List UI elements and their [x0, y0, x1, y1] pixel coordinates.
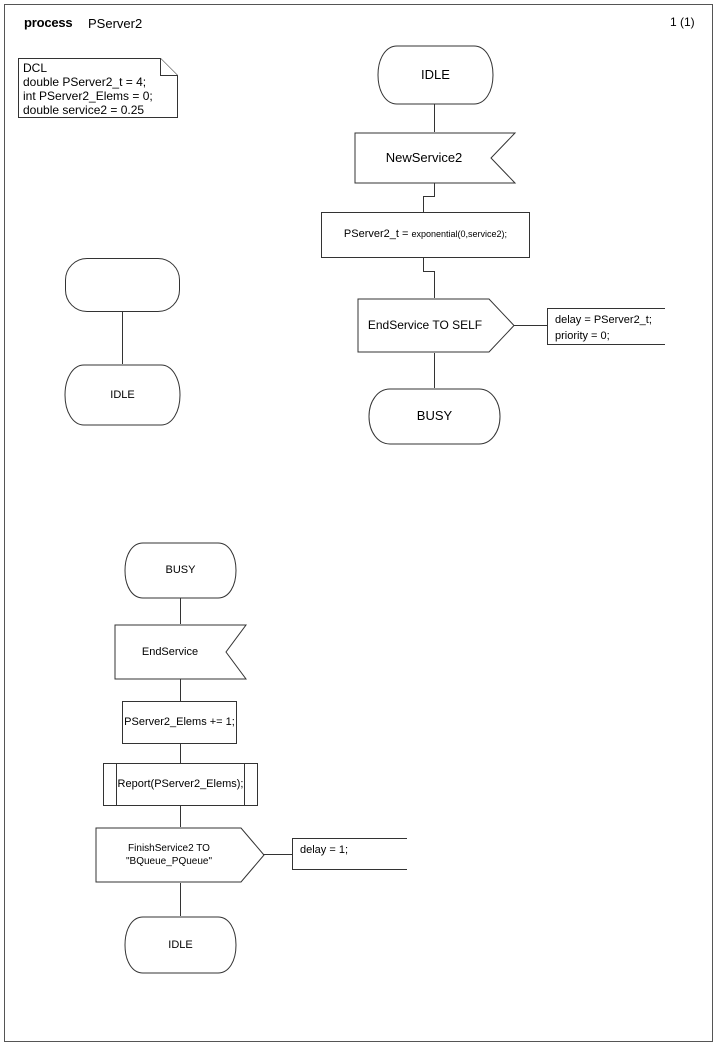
- connector-newservice2-seg1: [434, 183, 435, 196]
- connector-task-seg1: [423, 258, 424, 271]
- declaration-note: DCL double PServer2_t = 4; int PServer2_…: [18, 58, 178, 118]
- connector-task-seg2: [423, 271, 435, 272]
- connector-output-to-busy: [434, 353, 435, 388]
- connector-procedure-to-output: [180, 806, 181, 827]
- connector-busy-to-endservice: [180, 598, 181, 624]
- state-busy-bottom-shape: [124, 542, 237, 599]
- state-busy-top-shape: [368, 388, 501, 445]
- connector-start-to-idle: [122, 312, 123, 364]
- connector-newservice2-seg2: [423, 196, 435, 197]
- task-exponential-label: PServer2_t = exponential(0,service2);: [343, 228, 508, 241]
- procedure-call-report-shape: Report(PServer2_Elems);: [103, 763, 258, 806]
- process-keyword-label: process: [24, 15, 73, 30]
- output-finishservice2-shape: [95, 827, 265, 883]
- connector-endservice-to-task: [180, 679, 181, 701]
- process-name-label: PServer2: [88, 16, 143, 31]
- declaration-text: DCL double PServer2_t = 4; int PServer2_…: [23, 61, 153, 118]
- comment-connector-finishservice2: [263, 854, 293, 855]
- connector-output-to-idle-bottom: [180, 883, 181, 916]
- start-symbol: [65, 258, 180, 312]
- comment-endservice-self: delay = PServer2_t; priority = 0;: [547, 308, 665, 345]
- connector-task-to-procedure: [180, 744, 181, 763]
- input-newservice2-shape: [354, 132, 517, 184]
- note-folded-corner-shape: [18, 58, 178, 118]
- page-border-frame: [4, 4, 713, 1042]
- state-idle-bottom-shape: [124, 916, 237, 974]
- state-idle-left-shape: [64, 364, 181, 426]
- task-exponential-shape: PServer2_t = exponential(0,service2);: [321, 212, 530, 258]
- page-number-label: 1 (1): [670, 15, 695, 29]
- state-idle-top-shape: [377, 45, 494, 105]
- output-endservice-self-shape: [357, 298, 515, 353]
- input-endservice-shape: [114, 624, 247, 680]
- comment-connector-endservice-self: [514, 325, 548, 326]
- comment-finishservice2: delay = 1;: [292, 838, 407, 870]
- connector-idle-to-newservice2: [434, 104, 435, 132]
- task-increment-elems-shape: PServer2_Elems += 1;: [122, 701, 237, 744]
- connector-task-seg3: [434, 271, 435, 298]
- connector-newservice2-seg3: [423, 196, 424, 212]
